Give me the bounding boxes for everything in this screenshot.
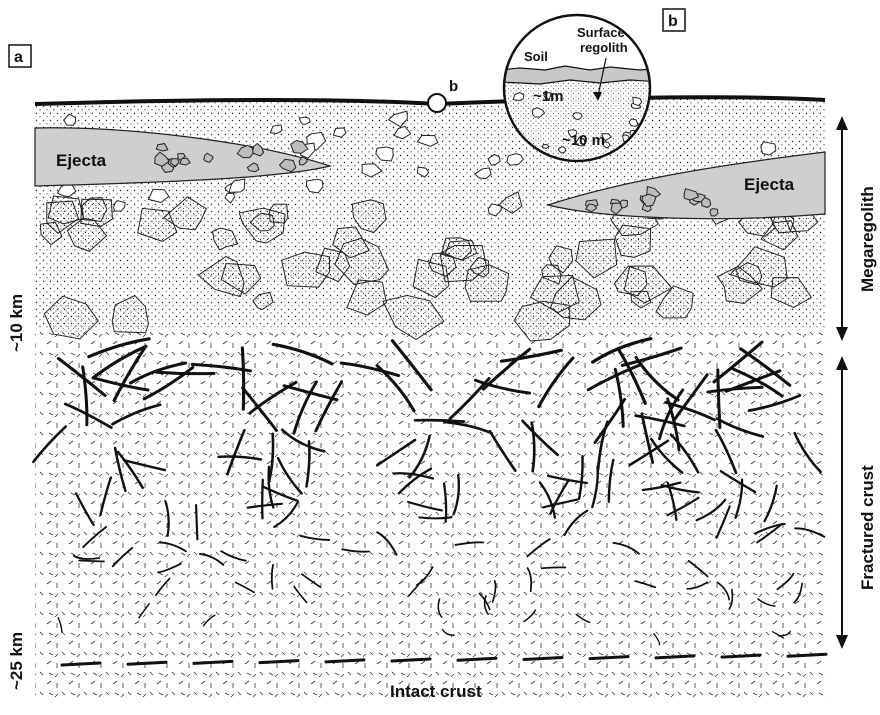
- clast: [48, 196, 83, 224]
- fractured-crust-label: Fractured crust: [858, 465, 877, 590]
- inset-soil-label: Soil: [524, 49, 548, 64]
- fracture: [79, 561, 104, 562]
- panel-a-label: a: [14, 49, 23, 66]
- fractured-crust-arrow: [836, 356, 848, 649]
- ejecta-left-label: Ejecta: [56, 151, 107, 170]
- megaregolith-arrow: [836, 116, 848, 341]
- boundary-dash: [260, 661, 298, 663]
- inset-depth-1m: ~1m: [533, 88, 563, 105]
- boundary-dash: [524, 657, 562, 659]
- boundary-dash: [458, 658, 496, 660]
- boundary-dash: [392, 659, 430, 661]
- boundary-dash: [62, 663, 100, 665]
- boundary-dash: [590, 657, 628, 659]
- inset-surface-regolith-label-2: regolith: [580, 40, 628, 55]
- boundary-dash: [788, 654, 826, 656]
- boundary-dash: [194, 661, 232, 663]
- fracture: [542, 567, 566, 568]
- boundary-dash: [128, 662, 166, 664]
- boundary-dash: [656, 656, 694, 658]
- fracture: [262, 480, 263, 519]
- boundary-dash: [722, 655, 760, 657]
- inset-location-label: b: [449, 78, 458, 95]
- depth-25km-label: ~25 km: [7, 632, 26, 690]
- ejecta-clast: [710, 209, 718, 216]
- ejecta-right-label: Ejecta: [744, 175, 795, 194]
- inset-location-marker: [428, 94, 446, 112]
- boundary-dash: [326, 660, 364, 662]
- megaregolith-label: Megaregolith: [858, 186, 877, 292]
- inset-depth-10m: ~10 m: [562, 132, 605, 149]
- fractured-crust-layer: [35, 328, 825, 700]
- fracture: [415, 420, 464, 421]
- fracture: [196, 505, 197, 539]
- inset-clast: [629, 119, 638, 127]
- clast: [615, 225, 651, 257]
- depth-10km-label: ~10 km: [7, 294, 26, 352]
- fracture: [242, 348, 243, 409]
- inset-surface-regolith-label-1: Surface: [577, 25, 625, 40]
- intact-crust-label: Intact crust: [390, 682, 482, 701]
- panel-b-label: b: [668, 13, 678, 30]
